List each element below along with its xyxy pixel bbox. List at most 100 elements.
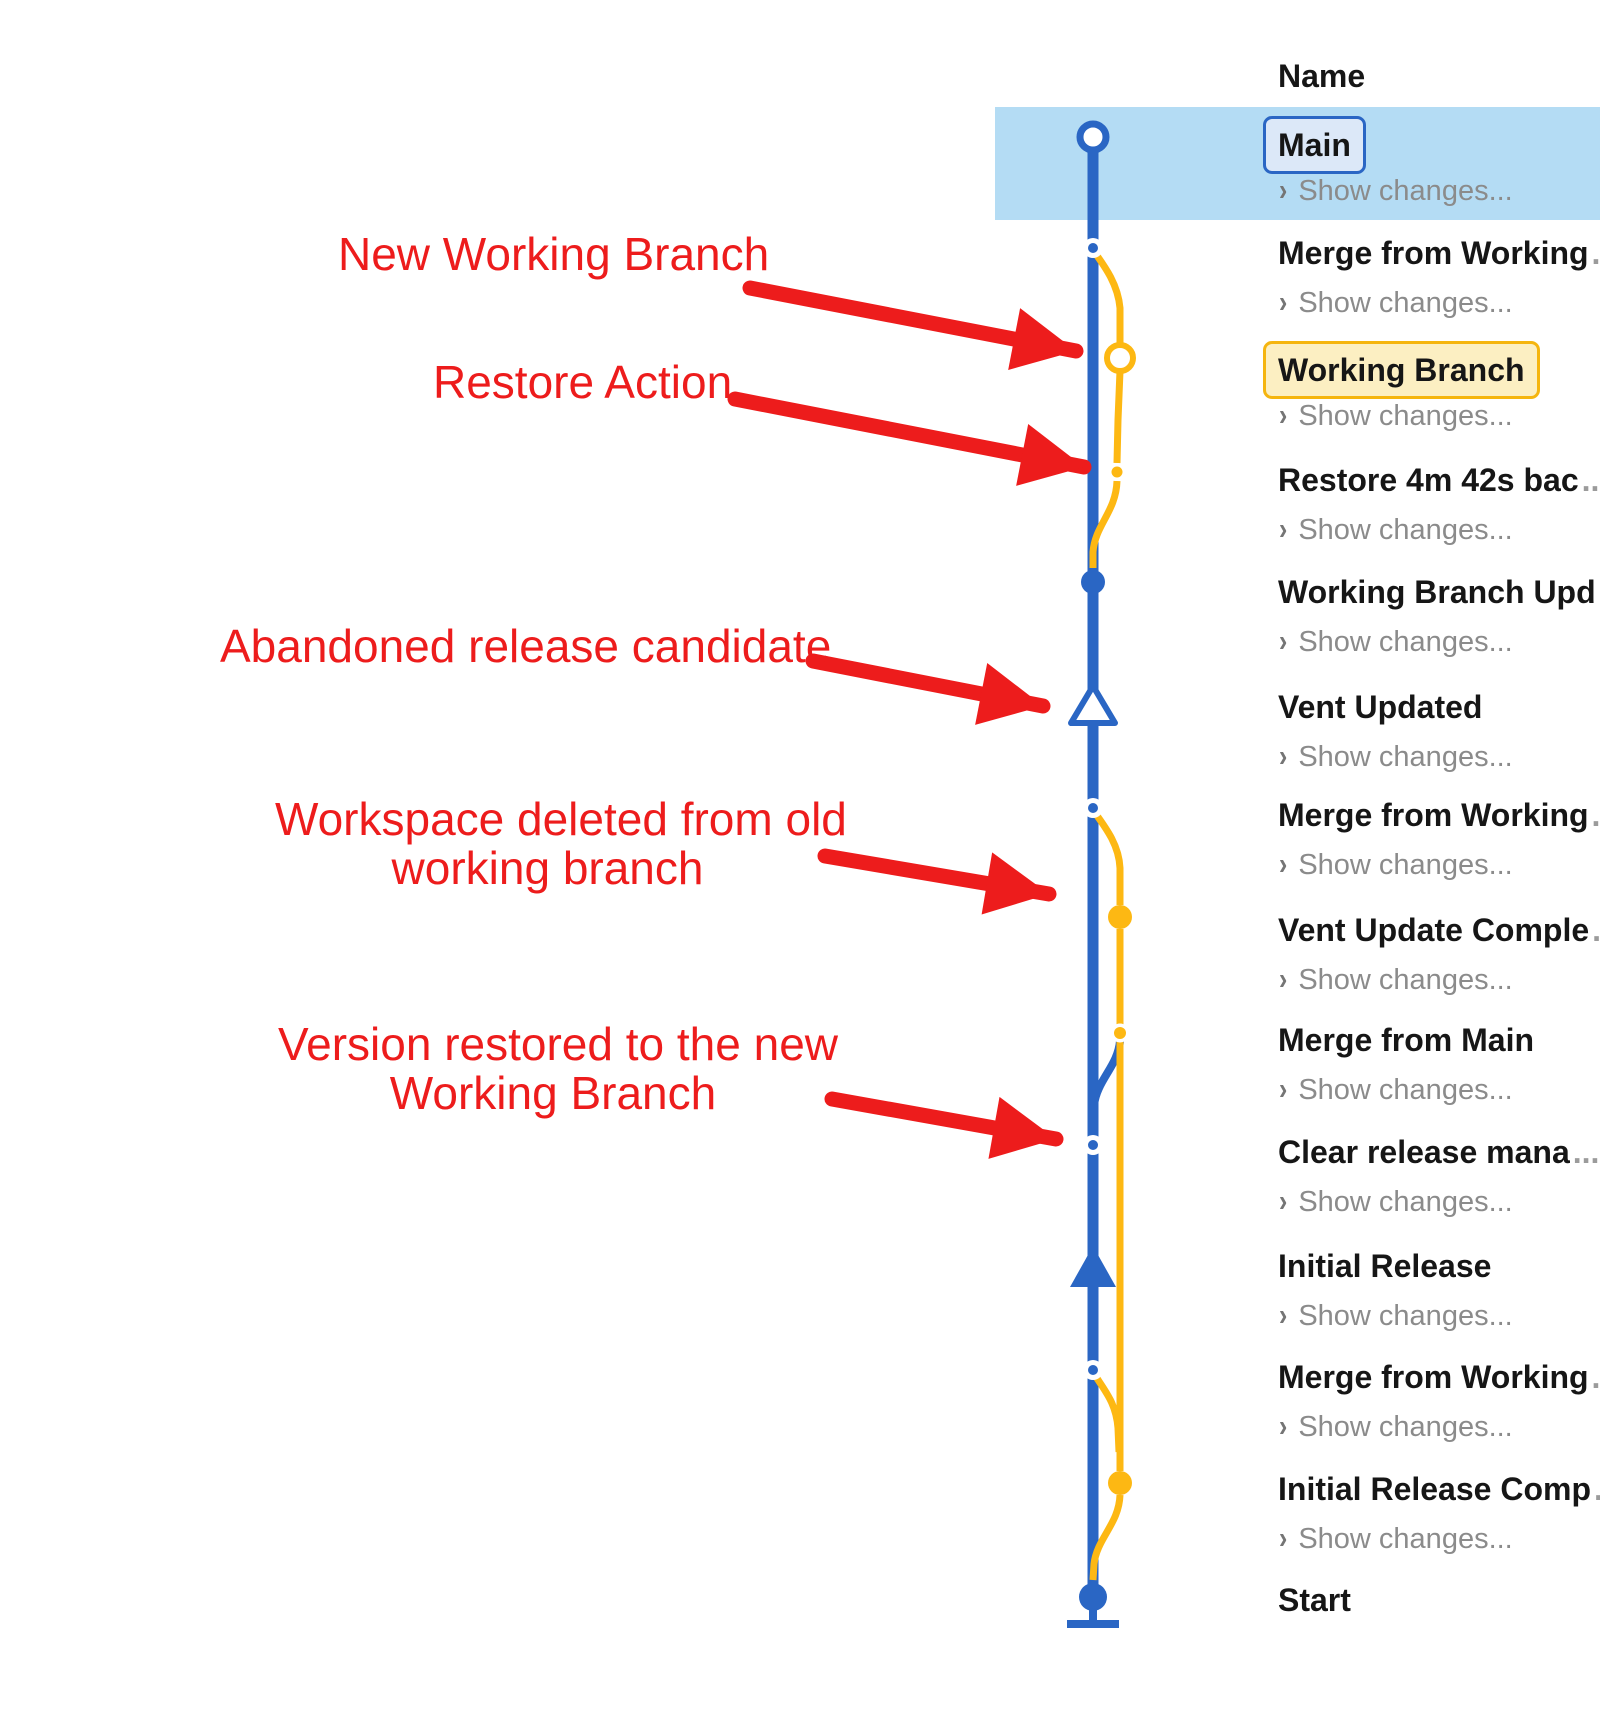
annotation-label: Restore Action — [433, 358, 732, 407]
truncation-ellipsis: ... — [1591, 1359, 1600, 1395]
version-row: Initial Release Comp... ›Show changes... — [1278, 1464, 1600, 1561]
show-changes-link[interactable]: › Show changes... — [1278, 1178, 1599, 1224]
show-changes-link[interactable]: ›Show changes... — [1278, 618, 1600, 664]
annotation-arrow-abandoned-release — [805, 653, 1051, 725]
annotation-line: New Working Branch — [338, 228, 770, 280]
show-changes-label: Show changes... — [1298, 1411, 1513, 1443]
merge-node[interactable] — [1083, 238, 1103, 258]
show-changes-link[interactable]: › Show changes... — [1278, 167, 1513, 213]
chevron-right-icon: › — [1279, 623, 1288, 658]
version-row: Clear release mana... › Show changes... — [1278, 1127, 1599, 1224]
show-changes-link[interactable]: ›Show changes... — [1278, 1515, 1600, 1561]
chevron-right-icon: › — [1279, 846, 1288, 881]
merge-node[interactable] — [1083, 798, 1103, 818]
version-node-yellow[interactable] — [1108, 905, 1132, 929]
version-name[interactable]: Merge from Main — [1278, 1022, 1535, 1058]
new-working-branch-line — [1113, 370, 1124, 464]
show-changes-link[interactable]: › Show changes... — [1278, 841, 1600, 887]
version-row: Restore 4m 42s bac... ›Show changes... — [1278, 455, 1600, 552]
annotation-label: Abandoned release candidate — [220, 622, 831, 671]
chevron-right-icon: › — [1279, 961, 1288, 996]
main-branch-tip-node[interactable] — [1076, 120, 1110, 154]
version-row: Vent Update Comple... › Show changes... — [1278, 905, 1600, 1002]
version-name[interactable]: Merge from Working... — [1278, 228, 1600, 278]
truncation-ellipsis: ... — [1594, 1471, 1600, 1507]
release-triangle-node[interactable] — [1070, 1246, 1116, 1287]
version-row: Main › Show changes... — [1263, 116, 1513, 213]
version-name[interactable]: Merge from Working... — [1278, 1352, 1600, 1402]
merge-from-main-node[interactable] — [1110, 1023, 1130, 1043]
abandoned-release-triangle-node[interactable] — [1068, 683, 1118, 726]
version-name[interactable]: Clear release mana... — [1278, 1134, 1600, 1170]
start-node[interactable] — [1067, 1583, 1119, 1628]
version-node-blue[interactable] — [1081, 570, 1105, 594]
truncation-ellipsis: ... — [1581, 462, 1600, 498]
show-changes-label: Show changes... — [1298, 514, 1513, 546]
chevron-right-icon: › — [1279, 1071, 1288, 1106]
show-changes-link[interactable]: ›Show changes... — [1278, 733, 1513, 779]
show-changes-label: Show changes... — [1298, 741, 1513, 773]
version-row: Working Branch Upd... ›Show changes... — [1278, 567, 1600, 664]
version-row: Merge from Working... › Show changes... — [1278, 228, 1600, 325]
chevron-right-icon: › — [1279, 172, 1288, 207]
chevron-right-icon: › — [1279, 1297, 1288, 1332]
annotation-arrow-restore-action — [727, 391, 1092, 486]
show-changes-link[interactable]: ›Show changes... — [1278, 392, 1540, 438]
version-row: Merge from Working... › Show changes... — [1278, 790, 1600, 887]
version-name[interactable]: Vent Updated — [1278, 689, 1483, 725]
annotation-label: New Working Branch — [338, 230, 769, 279]
show-changes-link[interactable]: ›Show changes... — [1278, 506, 1600, 552]
show-changes-label: Show changes... — [1298, 1300, 1513, 1332]
version-name[interactable]: Initial Release Comp... — [1278, 1464, 1600, 1514]
show-changes-label: Show changes... — [1298, 849, 1513, 881]
annotation-arrow-version-restored — [824, 1091, 1064, 1159]
new-working-branch-line — [1089, 480, 1121, 568]
name-column-header: Name — [1278, 58, 1366, 94]
chevron-right-icon: › — [1279, 1183, 1288, 1218]
show-changes-label: Show changes... — [1298, 964, 1513, 996]
working-branch-chip[interactable]: Working Branch — [1263, 341, 1540, 399]
chevron-right-icon: › — [1279, 1520, 1288, 1555]
annotation-line: working branch — [391, 842, 704, 894]
annotation-arrow-new-working-branch — [742, 280, 1084, 370]
show-changes-label: Show changes... — [1298, 175, 1513, 207]
show-changes-label: Show changes... — [1298, 287, 1513, 319]
show-changes-label: Show changes... — [1298, 1186, 1513, 1218]
working-branch-tip-node[interactable] — [1104, 342, 1136, 374]
version-name[interactable]: Working Branch Upd... — [1278, 567, 1600, 617]
version-name[interactable]: Restore 4m 42s bac... — [1278, 455, 1600, 505]
show-changes-link[interactable]: › Show changes... — [1278, 956, 1600, 1002]
show-changes-link[interactable]: › Show changes... — [1278, 1292, 1513, 1338]
version-node-yellow[interactable] — [1108, 1471, 1132, 1495]
initial-branch-line — [1089, 1494, 1124, 1581]
annotation-line: Working Branch — [389, 1067, 717, 1119]
version-name[interactable]: Start — [1278, 1582, 1351, 1618]
merge-node[interactable] — [1083, 1360, 1103, 1380]
version-row: Initial Release › Show changes... — [1278, 1241, 1513, 1338]
annotation-arrow-workspace-deleted — [817, 848, 1057, 915]
version-name[interactable]: Initial Release — [1278, 1248, 1492, 1284]
version-name[interactable]: Merge from Working... — [1278, 790, 1600, 840]
truncation-ellipsis: ... — [1592, 912, 1600, 948]
show-changes-label: Show changes... — [1298, 1074, 1513, 1106]
show-changes-label: Show changes... — [1298, 400, 1513, 432]
version-row: Vent Updated ›Show changes... — [1278, 682, 1513, 779]
show-changes-link[interactable]: ›Show changes... — [1278, 1403, 1600, 1449]
version-row: Merge from Main › Show changes... — [1278, 1015, 1534, 1112]
show-changes-link[interactable]: › Show changes... — [1278, 279, 1600, 325]
merge-node[interactable] — [1083, 1135, 1103, 1155]
version-row: Merge from Working... ›Show changes... — [1278, 1352, 1600, 1449]
chevron-right-icon: › — [1279, 284, 1288, 319]
main-branch-chip[interactable]: Main — [1263, 116, 1513, 174]
show-changes-link[interactable]: › Show changes... — [1278, 1066, 1534, 1112]
truncation-ellipsis: ... — [1599, 574, 1600, 610]
annotation-line: Workspace deleted from old — [275, 793, 847, 845]
version-row: Start — [1278, 1575, 1351, 1625]
annotation-line: Restore Action — [433, 356, 733, 408]
version-name[interactable]: Vent Update Comple... — [1278, 905, 1600, 955]
restore-node[interactable] — [1108, 463, 1126, 481]
annotation-line: Abandoned release candidate — [220, 620, 832, 672]
